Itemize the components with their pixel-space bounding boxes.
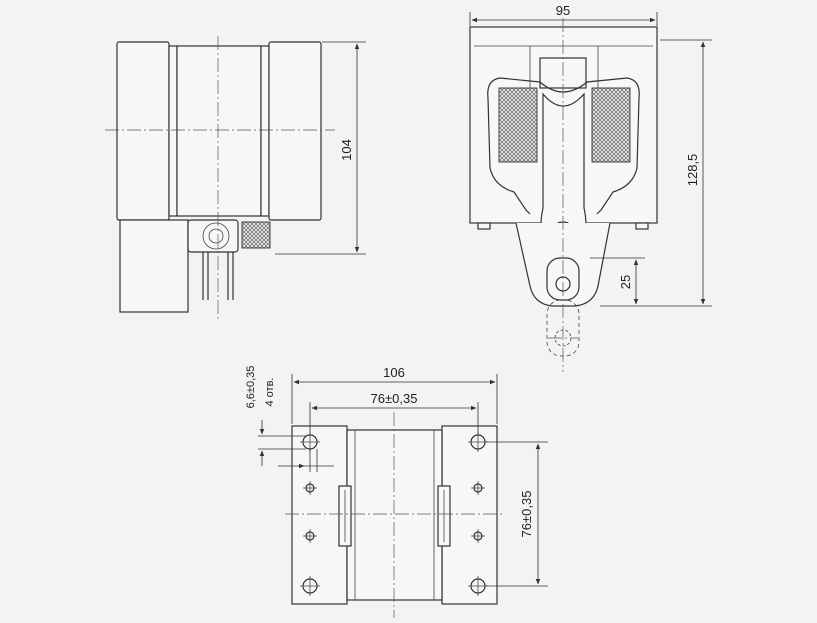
side-terminal-ring-inner	[208, 228, 224, 244]
dim-bottom-width-label: 106	[383, 365, 405, 380]
front-coil-outline-right	[596, 77, 640, 215]
side-flange-left	[168, 45, 178, 217]
dim-hole-diameter-label: 6,6±0,35	[245, 366, 257, 409]
dim-hole-count-label: 4 отв.	[264, 378, 276, 407]
bottom-core	[346, 429, 443, 601]
side-terminal-block	[187, 219, 239, 253]
side-flange-right	[260, 45, 270, 217]
side-view: 104	[105, 36, 366, 322]
dim-front-width-label: 95	[556, 3, 570, 18]
front-foot	[477, 222, 491, 230]
dim-side-height-label: 104	[339, 139, 354, 161]
bottom-plate-right	[441, 425, 498, 605]
hole-crosshairs	[300, 432, 488, 596]
front-foot	[635, 222, 649, 230]
front-winding-right	[591, 87, 631, 163]
front-coil-outline-left	[487, 77, 531, 215]
bottom-view: 106 76±0,35 76±0,35 6,6±0,35 4 отв.	[245, 365, 548, 618]
front-winding-left	[498, 87, 538, 163]
side-terminal-ring	[202, 222, 230, 250]
side-terminal-hatch	[241, 221, 271, 249]
side-coil-left	[116, 41, 170, 221]
dim-hole-spacing-x-label: 76±0,35	[371, 391, 418, 406]
bottom-plate-left	[291, 425, 348, 605]
side-lower-housing	[119, 219, 189, 313]
front-view: 95 128,5 25	[469, 3, 712, 372]
dim-hole-spacing-y-label: 76±0,35	[519, 491, 534, 538]
side-core	[176, 45, 262, 217]
dim-stroke-label: 25	[618, 275, 633, 289]
side-coil-right	[268, 41, 322, 221]
dim-front-height-label: 128,5	[685, 154, 700, 187]
